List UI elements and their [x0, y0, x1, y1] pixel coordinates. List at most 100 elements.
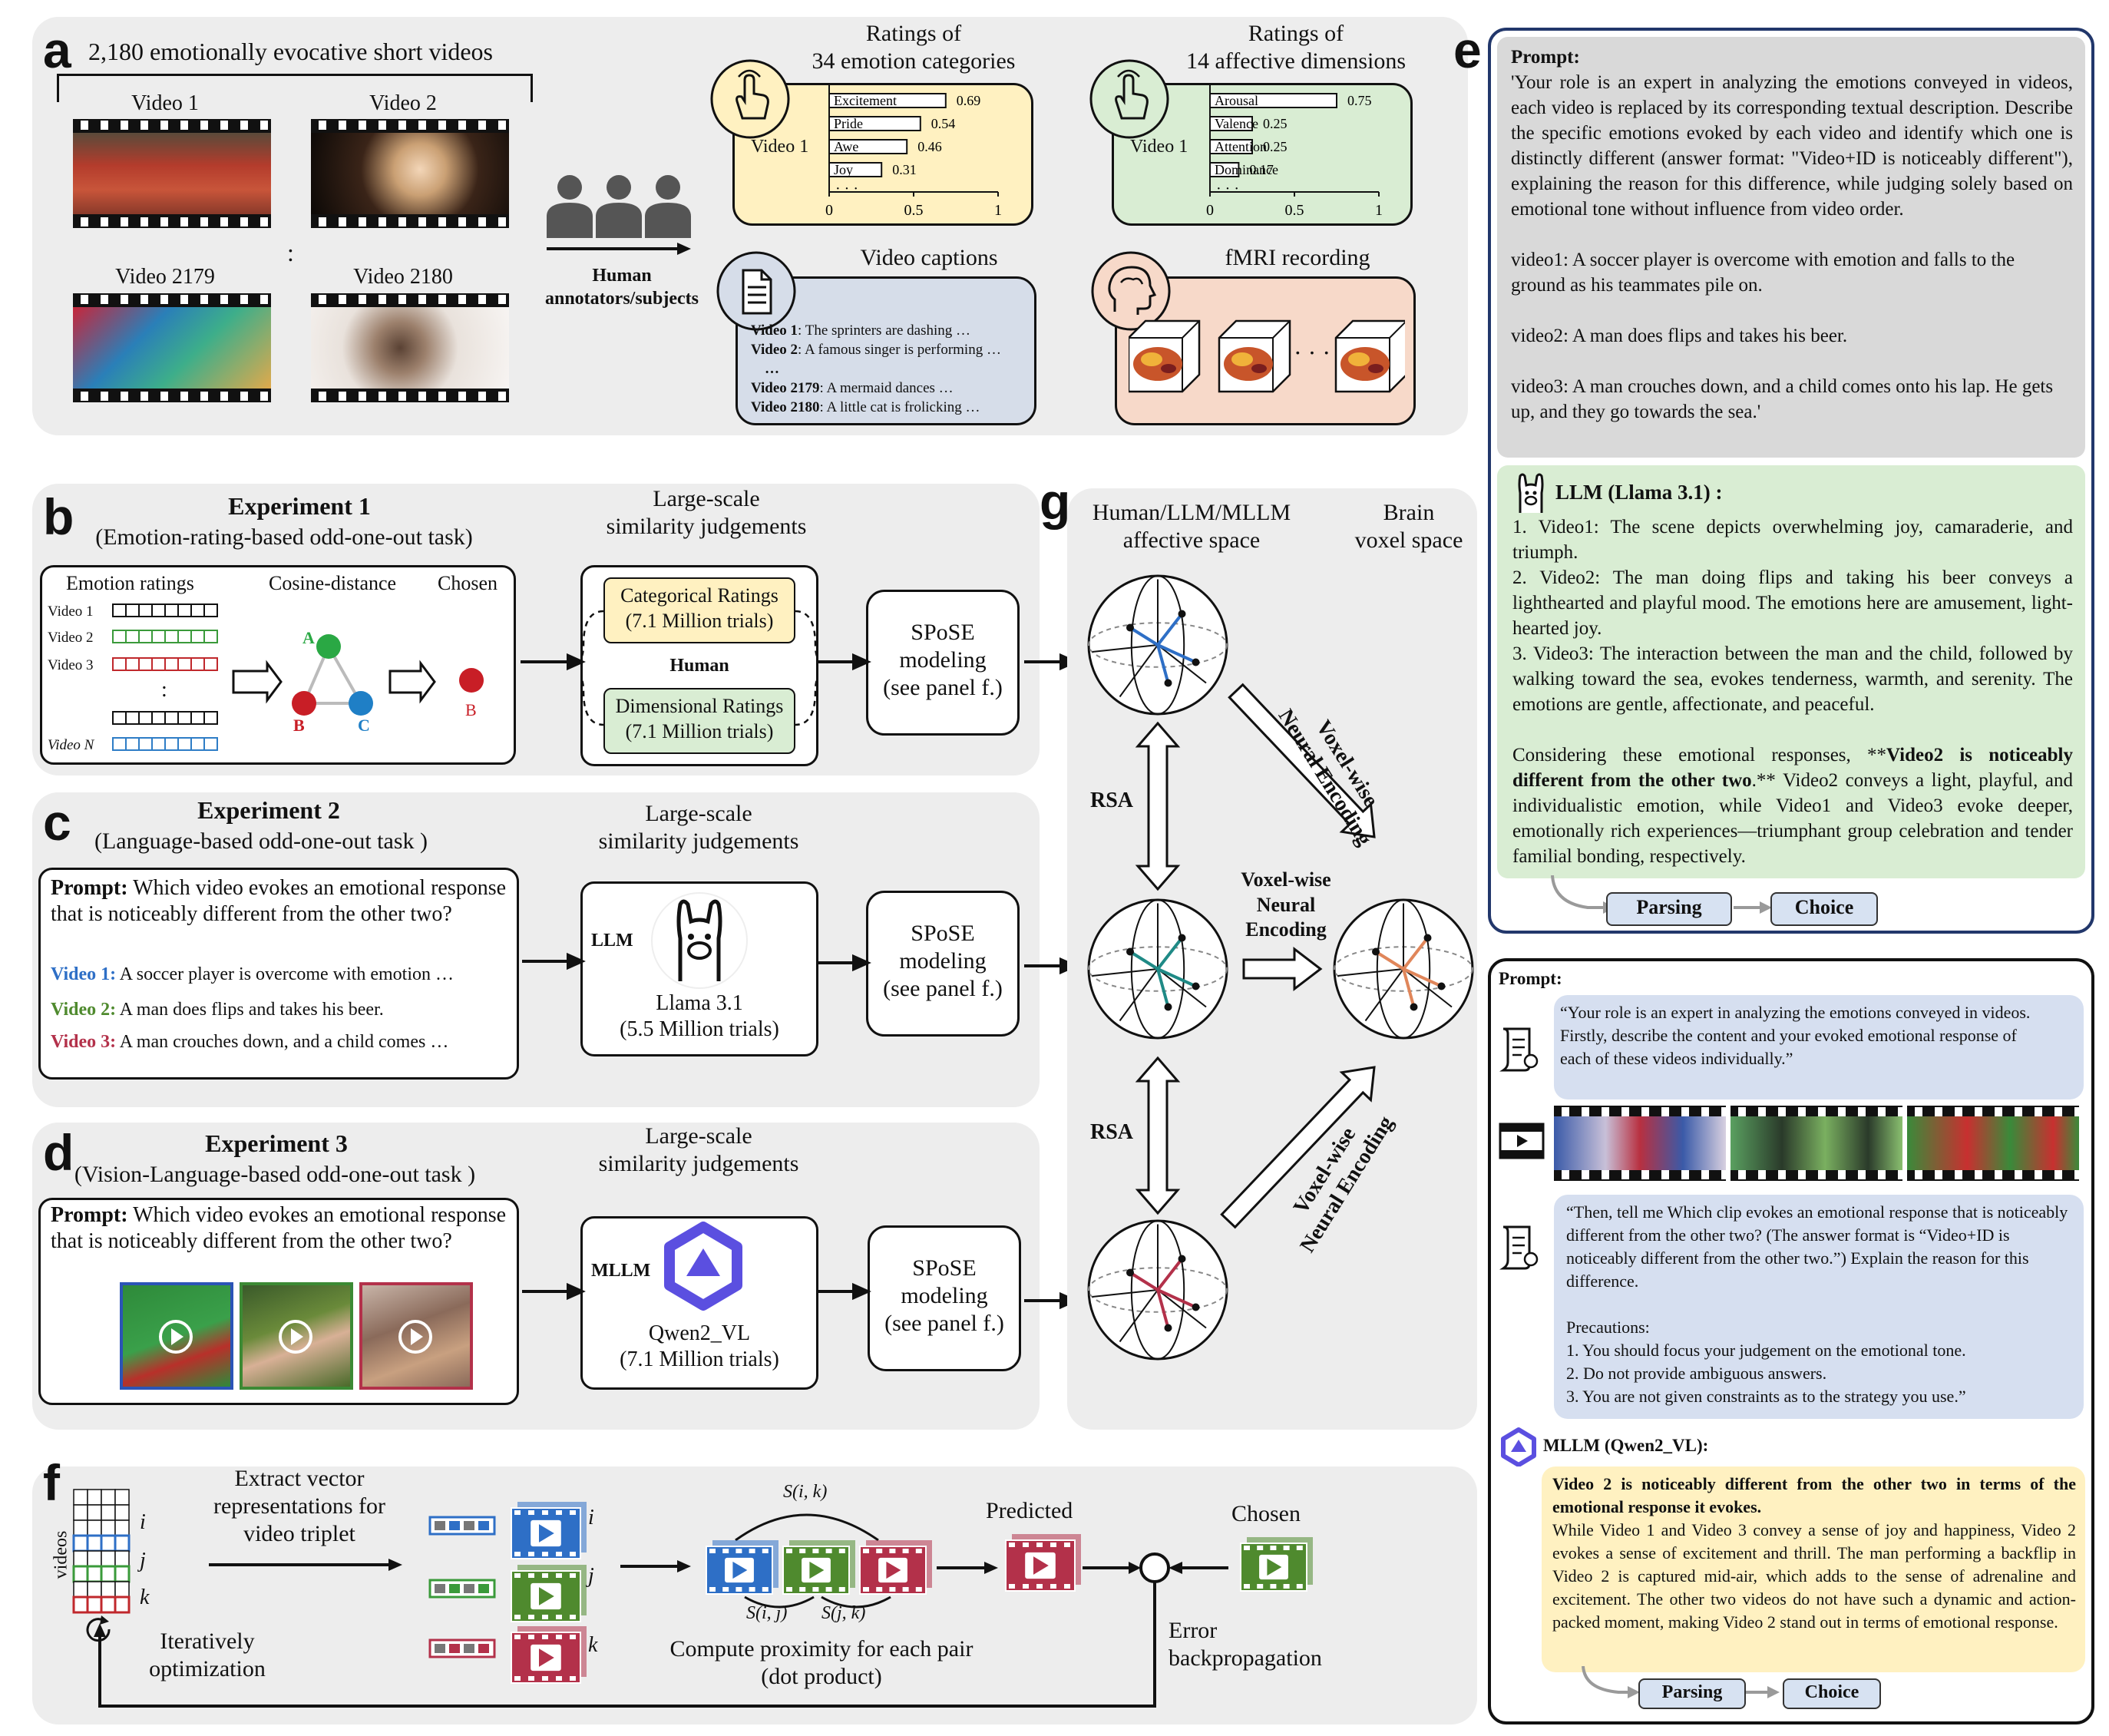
matrix-cell: [73, 1489, 88, 1506]
video-2-label: Video 2: [369, 91, 437, 115]
axis-tick-label: 1: [994, 202, 1002, 219]
brain-volume: [1129, 319, 1201, 393]
experiment-3-subtitle: (Vision-Language-based odd-one-out task …: [74, 1162, 476, 1187]
experiment-1-subtitle: (Emotion-rating-based odd-one-out task): [95, 524, 473, 550]
matrix-cell: [73, 1581, 88, 1598]
rating-vector-video-2: [112, 630, 218, 645]
vec-label-j: j: [588, 1564, 594, 1588]
captions-title: Video captions: [860, 245, 998, 270]
touch-icon-affect: [1089, 59, 1169, 139]
parsing-flow-arrows-2: [1582, 1666, 1780, 1698]
play-icon: [279, 1320, 312, 1354]
vector-k: [428, 1638, 496, 1658]
rating-row-label: Video 3: [48, 657, 94, 673]
touch-icon-emotion: [710, 59, 790, 139]
mllm-response-card: [1542, 1467, 2085, 1672]
choice-button: Choice: [1770, 892, 1878, 926]
spose-label-1: SPoSE modeling (see panel f.): [883, 620, 1003, 700]
video-2180-thumbnail: [311, 293, 509, 402]
annotators-label: Human annotators/subjects: [544, 266, 699, 309]
play-icon: [398, 1320, 432, 1354]
video-clip-icon: [1499, 1123, 1545, 1159]
voxel-encoding-arrow: [1220, 1066, 1376, 1229]
language-item-2: Video 2: A man does flips and takes his …: [51, 1000, 384, 1020]
panel-f-background: [32, 1467, 1477, 1724]
backprop-arrow-head: [94, 1623, 106, 1637]
rating-bar: [828, 116, 921, 131]
rating-more: · · ·: [1216, 180, 1239, 197]
triplet-video-i: [706, 1540, 778, 1595]
sim-ij-label: S(i, j): [746, 1603, 788, 1623]
spose-box-2: [866, 891, 1020, 1037]
llm-tag: LLM: [591, 931, 633, 951]
human-annotators-icon: [547, 175, 691, 238]
llm-example-frame: [1488, 28, 2094, 934]
rating-row-label: Video 1: [48, 603, 94, 620]
mllm-clip-2: [1731, 1106, 1902, 1181]
llm-response-text: 1. Video1: The scene depicts overwhelmin…: [1512, 517, 2074, 867]
video-2179-thumbnail: [73, 293, 271, 402]
iterative-optimization-label: Iteratively optimization: [149, 1629, 266, 1681]
rating-row-label: Video N: [48, 737, 94, 753]
spose-label-2: SPoSE modeling (see panel f.): [883, 921, 1003, 1001]
rating-bar-name: Valence: [1215, 116, 1258, 131]
panel-letter-e: e: [1453, 21, 1482, 78]
panel-letter-g: g: [1040, 473, 1071, 530]
matrix-cell: [73, 1550, 88, 1567]
head-icon: [1091, 251, 1171, 331]
caption-row: Video 2180: A little cat is frolicking …: [751, 399, 980, 415]
mllm-precautions: Precautions: 1. You should focus your ju…: [1566, 1318, 1966, 1406]
language-item-3: Video 3: A man crouches down, and a chil…: [51, 1032, 449, 1052]
representational-spaces: [1087, 574, 1474, 1361]
caption-row: …: [765, 361, 779, 377]
node-c-label: C: [358, 716, 370, 735]
rating-bar-value: 0.54: [931, 116, 956, 131]
language-prompt: Prompt: Which video evokes an emotional …: [51, 876, 507, 926]
voxel-encoding-middle: Voxel-wise Neural Encoding: [1241, 868, 1331, 941]
flow-arrow-head: [388, 1559, 402, 1571]
affect-ratings-title: Ratings of 14 affective dimensions: [1185, 21, 1407, 74]
compute-proximity-label: Compute proximity for each pair (dot pro…: [669, 1636, 974, 1689]
rating-bar-name: Attention: [1215, 139, 1267, 154]
backprop-loop: [98, 1582, 1156, 1708]
emotion-ratings-title: Ratings of 34 emotion categories: [812, 21, 1016, 74]
rating-dots: :: [161, 678, 167, 702]
rating-bar-value: 0.75: [1347, 93, 1372, 108]
rsa-label-bottom: RSA: [1090, 1120, 1134, 1144]
choice-button: Choice: [1783, 1678, 1881, 1709]
panel-letter-c: c: [43, 794, 71, 851]
video-ellipsis: :: [287, 239, 294, 266]
sim-jk-label: S(j, k): [821, 1603, 866, 1623]
fmri-title: fMRI recording: [1225, 245, 1370, 270]
rating-vector-video-1: [112, 603, 218, 619]
qwen-logo-icon: [1501, 1427, 1536, 1467]
parsing-button: Parsing: [1606, 892, 1732, 926]
llm-response-label: LLM (Llama 3.1) :: [1555, 481, 1723, 504]
axis-tick-label: 0: [825, 202, 833, 219]
scroll-doc-icon: [1499, 1027, 1539, 1072]
column-emotion-ratings: Emotion ratings: [66, 572, 194, 594]
parsing-button: Parsing: [1638, 1678, 1746, 1709]
caption-row: Video 1: The sprinters are dashing …: [751, 322, 971, 339]
vec-label-i: i: [588, 1506, 594, 1529]
experiment-2-title: Experiment 2: [197, 796, 340, 824]
row-label-i: i: [140, 1510, 146, 1534]
spose-training-flow: [94, 1502, 1313, 1708]
language-prompt-box: [38, 868, 519, 1080]
fmri-ellipsis: · · ·: [1294, 339, 1331, 366]
emotion-row-label: Video 1: [751, 137, 809, 157]
annotators-arrow: [547, 243, 691, 255]
dimensional-ratings-box: Dimensional Ratings (7.1 Million trials): [603, 688, 795, 754]
extract-vectors-label: Extract vector representations for video…: [213, 1466, 386, 1546]
brain-volume: [1334, 319, 1405, 393]
error-node: [1139, 1552, 1170, 1583]
panel-letter-f: f: [43, 1454, 60, 1511]
emotion-rating-task-box: [40, 565, 516, 765]
refresh-icon: [86, 1615, 111, 1642]
mllm-tag: MLLM: [591, 1261, 651, 1281]
experiment-1-title: Experiment 1: [228, 492, 371, 520]
chosen-video: [1240, 1537, 1313, 1592]
video-k-icon: [511, 1626, 587, 1684]
rating-bar-value: 0.69: [957, 93, 981, 108]
llm-model-name: Llama 3.1 (5.5 Million trials): [620, 991, 779, 1041]
